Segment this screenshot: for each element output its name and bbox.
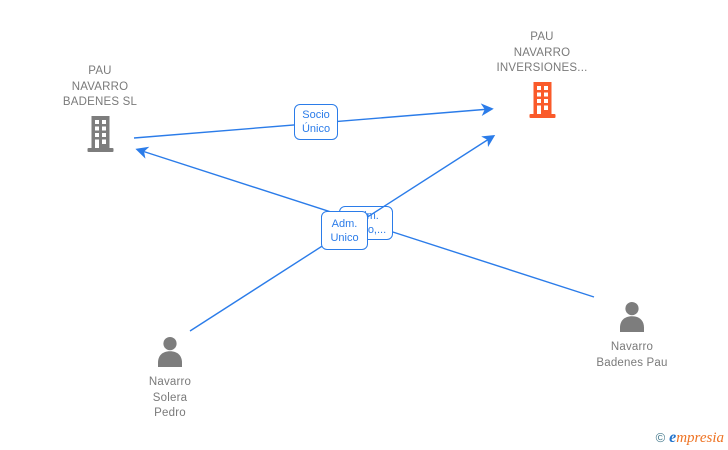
node-label: PAU NAVARRO BADENES SL — [62, 65, 138, 108]
node-person-navarro-badenes-pau[interactable]: Navarro Badenes Pau — [570, 301, 694, 371]
edge-label-adm-unico-front[interactable]: Adm. Unico — [321, 211, 368, 250]
node-company-pau-navarro-badenes[interactable]: PAU NAVARRO BADENES SL — [25, 64, 175, 159]
brand-rest: mpresia — [676, 430, 724, 446]
edge-label-text: Adm. Unico — [330, 217, 359, 244]
empresia-logo[interactable]: © empresia — [656, 429, 724, 447]
edge-label-socio-unico[interactable]: Socio Único — [294, 104, 338, 140]
node-company-pau-navarro-inversiones[interactable]: PAU NAVARRO INVERSIONES... — [466, 30, 618, 125]
copyright-icon: © — [655, 430, 666, 445]
building-icon[interactable] — [526, 80, 559, 125]
edge-label-text: Socio Único — [301, 109, 331, 135]
node-label: Navarro Solera Pedro — [148, 376, 192, 419]
building-icon[interactable] — [84, 114, 117, 159]
node-label: PAU NAVARRO INVERSIONES... — [496, 31, 588, 74]
node-person-navarro-solera-pedro[interactable]: Navarro Solera Pedro — [108, 336, 232, 422]
person-icon[interactable] — [617, 301, 647, 337]
node-label: Navarro Badenes Pau — [596, 341, 668, 369]
person-icon[interactable] — [155, 336, 185, 372]
brand-letter-e: e — [669, 429, 677, 446]
